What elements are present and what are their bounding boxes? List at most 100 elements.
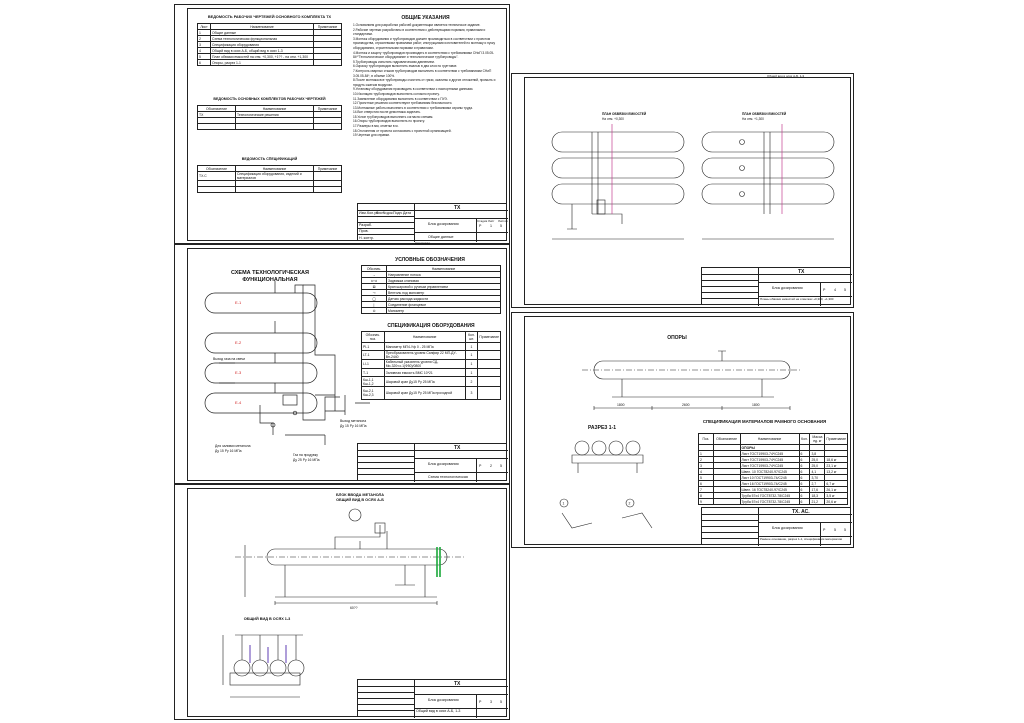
cell bbox=[477, 368, 501, 377]
stamp-sheet-label: Лист bbox=[488, 219, 495, 223]
sheet-general-data: ВЕДОМОСТЬ РАБОЧИХ ЧЕРТЕЖЕЙ ОСНОВНОГО КОМ… bbox=[174, 4, 510, 245]
title-block: Изм. Кол.уч Лист №док. Подп. Дата Разраб… bbox=[357, 203, 508, 242]
pipe-line bbox=[718, 350, 726, 361]
highlighted-pipe bbox=[436, 547, 441, 577]
vessel-end bbox=[269, 659, 287, 677]
stamp-sheet-no: 4 bbox=[834, 288, 836, 292]
cell: Преобразователь уровня Сапфир 22 МП-ДУ-В… bbox=[383, 350, 466, 360]
cell: Кш-1,1 Кш-1,2 bbox=[361, 376, 385, 387]
cell: 20,6 кг bbox=[824, 498, 848, 505]
col-header: Поз. bbox=[698, 433, 714, 445]
highlighted-pipe bbox=[249, 645, 287, 663]
stamp-role: Н. контр. bbox=[359, 236, 374, 240]
cell: 1 bbox=[464, 350, 479, 360]
cell: Спецификация оборудования, изделий и мат… bbox=[235, 171, 314, 181]
stamp-sheet-no: 3 bbox=[490, 700, 492, 704]
cell bbox=[477, 350, 501, 360]
stamp-header: №док. bbox=[383, 211, 394, 215]
stamp-stage: Р bbox=[479, 224, 482, 228]
sheet-supports: ОПОРЫ РАЗРЕЗ 1-1 1800 2600 1800 1 2 СПЕЦ… bbox=[511, 312, 854, 548]
view2-title: ОБЩИЙ ВИД В ОСЯХ 1-3 bbox=[243, 617, 291, 621]
copied-label: Копировал bbox=[415, 241, 431, 245]
stamp-header: Лист bbox=[376, 211, 384, 215]
dimension-line bbox=[274, 601, 438, 605]
stamp-object-name: Блок дозирования bbox=[428, 462, 459, 466]
col-header: Примечание bbox=[477, 331, 501, 343]
view-subtitle: ОБЩИЙ ВИД В ОСЯХ А-Б bbox=[336, 498, 384, 502]
stamp-sheet-title: Общий вид в осях А-Б, 1-3 bbox=[416, 709, 461, 713]
stamp-sheet-title: Схема технологическая bbox=[428, 475, 468, 479]
pipe-line bbox=[294, 284, 304, 413]
vessel-body bbox=[593, 360, 791, 380]
node-detail bbox=[561, 512, 653, 529]
drawings-list-title: ВЕДОМОСТЬ РАБОЧИХ ЧЕРТЕЖЕЙ ОСНОВНОГО КОМ… bbox=[207, 15, 332, 19]
cell: Кабельный указатель уровня СД-Ми-320т.о.… bbox=[383, 359, 466, 369]
col-header: Обозначение bbox=[712, 433, 741, 445]
col-header: Наименование bbox=[383, 331, 466, 343]
equipment-spec-title: СПЕЦИФИКАЦИЯ ОБОРУДОВАНИЯ bbox=[387, 323, 475, 329]
cell bbox=[712, 498, 741, 505]
general-view-drawing: 60?? bbox=[222, 508, 465, 698]
gauge-symbol bbox=[270, 422, 276, 428]
scheme-subtitle: ФУНКЦИОНАЛЬНАЯ bbox=[242, 277, 298, 283]
pipe-line bbox=[259, 405, 274, 435]
supports-drawing: 1800 2600 1800 1 2 bbox=[559, 350, 802, 529]
vessel-plan bbox=[551, 183, 685, 205]
vessel-section bbox=[625, 440, 641, 456]
pipe-line bbox=[395, 565, 415, 586]
sheet-frame bbox=[187, 8, 507, 241]
functional-scheme-drawing: Е-1 Е-2 Е-3 Е-4 Выход газа на свечи Для … bbox=[204, 281, 370, 462]
sheet-general-view: БЛОК ВВОДА МЕТАНОЛА ОБЩИЙ ВИД В ОСЯХ А-Б… bbox=[174, 484, 510, 720]
valve-block bbox=[596, 199, 606, 215]
cell: 1 bbox=[464, 342, 479, 351]
cell: 21,2 bbox=[809, 498, 826, 505]
gauge-symbol bbox=[292, 410, 298, 416]
vessel-e1 bbox=[204, 292, 318, 314]
node-marker bbox=[625, 498, 635, 508]
cell: ⊙ bbox=[361, 307, 387, 314]
vessel-label: Е-4 bbox=[235, 400, 242, 405]
nozzle bbox=[739, 191, 745, 197]
scheme-label: Ду 25 Ру 16 МПа bbox=[293, 458, 320, 462]
vessel-e2 bbox=[204, 332, 318, 354]
support bbox=[612, 379, 774, 398]
col-header: Наименование bbox=[739, 433, 800, 445]
title-block: ТХ Блок дозирования Р 2 5 Схема технолог… bbox=[357, 443, 508, 482]
stamp-header: Кол.уч bbox=[367, 211, 378, 215]
cell bbox=[313, 59, 342, 66]
vessel-plan bbox=[701, 183, 835, 205]
cell bbox=[477, 386, 501, 400]
vessel-end bbox=[287, 659, 305, 677]
cell: Кш-2,1 Кш-2,3 bbox=[361, 386, 385, 400]
frame-base bbox=[571, 454, 644, 473]
stamp-sheets-count: 5 bbox=[500, 700, 502, 704]
legend-title: УСЛОВНЫЕ ОБОЗНАЧЕНИЯ bbox=[395, 257, 465, 263]
stamp-object-name: Блок дозирования bbox=[428, 222, 459, 226]
equipment-spec-table: Обознач. поз. Наименование Кол. шт. Прим… bbox=[361, 331, 501, 400]
cell: Труба 57х4 ГОСТ8732-78/С245 bbox=[739, 498, 800, 505]
cell bbox=[313, 171, 342, 181]
view-title: БЛОК ВВОДА МЕТАНОЛА bbox=[336, 493, 384, 497]
cell: 2 bbox=[464, 376, 479, 387]
stamp-sheet-no: 1 bbox=[490, 224, 492, 228]
frame-base bbox=[229, 672, 301, 686]
stamp-sheet-title: Общие данные bbox=[428, 235, 454, 239]
cell: 6 bbox=[798, 498, 811, 505]
pipe-line bbox=[567, 204, 577, 230]
vessel-section bbox=[591, 440, 607, 456]
stamp-code: ТХ bbox=[454, 681, 461, 687]
plan2-title: ПЛАН ОБВЯЗКИ ЕМКОСТЕЙ bbox=[742, 112, 787, 116]
cell: 3 bbox=[464, 386, 479, 400]
vessel-plan bbox=[701, 131, 835, 153]
scheme-label: Выход газа на свечи bbox=[213, 357, 245, 361]
stamp-sheet-no: 5 bbox=[834, 528, 836, 532]
cell: Манометр bbox=[386, 307, 501, 314]
stamp-stage: Р bbox=[823, 528, 826, 532]
stamp-object-name: Блок дозирования bbox=[772, 286, 803, 290]
cell: Заливная емкость ВМС 10*21 bbox=[383, 368, 466, 377]
nozzle bbox=[739, 139, 745, 145]
vessel-end bbox=[233, 659, 251, 677]
pipe-line bbox=[325, 395, 370, 415]
